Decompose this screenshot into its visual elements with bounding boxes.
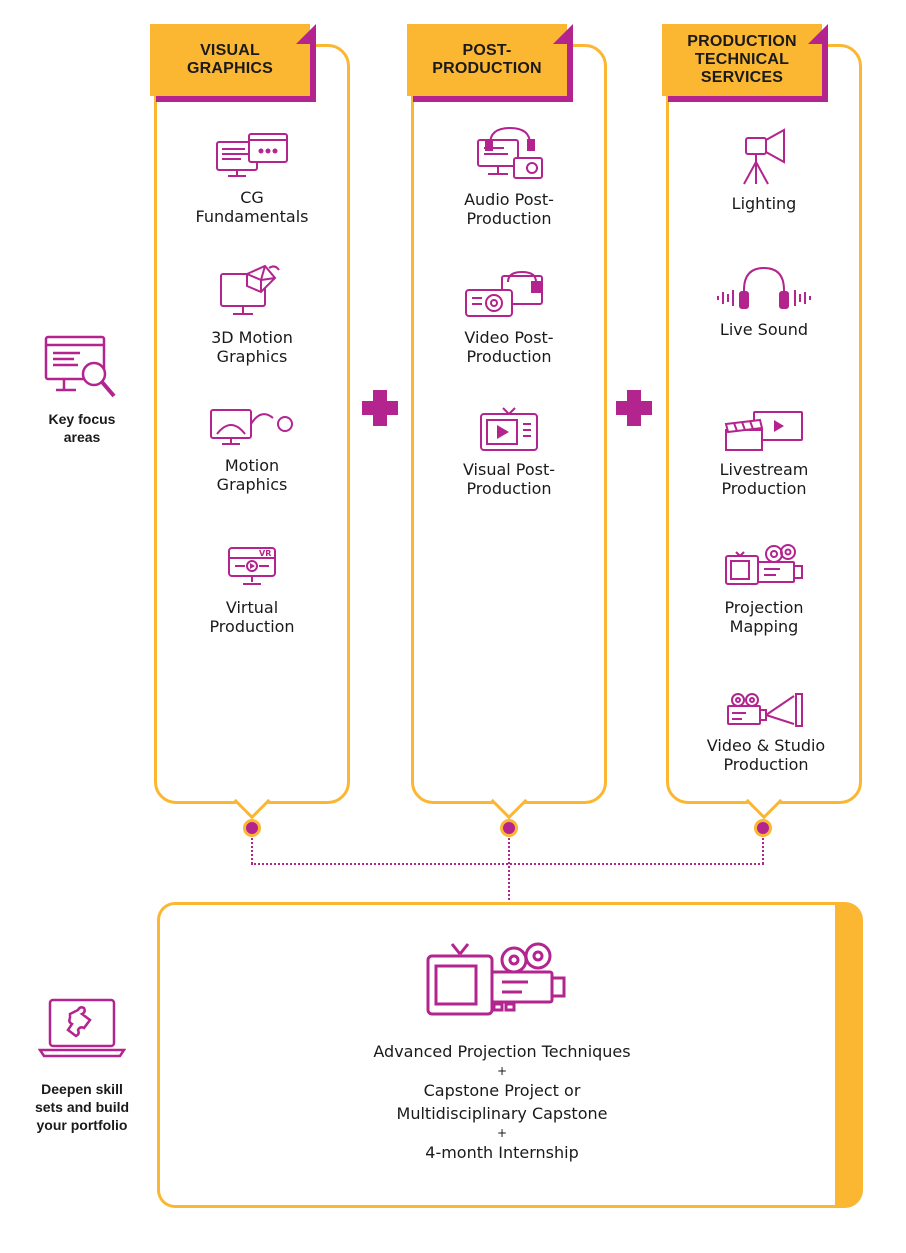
studio-light-icon	[743, 128, 785, 185]
item-label: Livestream Production	[719, 460, 809, 498]
tv-camera-icon	[725, 544, 803, 585]
camera-projection-icon	[727, 693, 803, 727]
item-label: Audio Post- Production	[464, 190, 554, 228]
connector-dot	[754, 819, 772, 837]
connector-line	[251, 838, 253, 864]
item-label: Live Sound	[719, 320, 809, 339]
item-label: CG Fundamentals	[195, 188, 309, 226]
monitor-3d-shape-icon	[220, 264, 280, 315]
item-lighting: Lighting	[664, 128, 864, 213]
deepen-skills-icon	[37, 996, 127, 1067]
item-label: Projection Mapping	[724, 598, 804, 636]
connector-dot	[243, 819, 261, 837]
plus-icon	[616, 390, 652, 426]
visual-graphics-tab: VISUAL GRAPHICS	[150, 24, 316, 96]
capstone-box	[157, 902, 863, 1208]
monitor-headphones-icon	[477, 126, 543, 179]
clapperboard-play-icon	[724, 411, 803, 451]
item-visual-post-production: Visual Post- Production	[409, 406, 609, 498]
monitor-motion-ball-icon	[210, 409, 293, 445]
plus-icon	[362, 390, 398, 426]
capstone-text: Advanced Projection Techniques + Capston…	[157, 1040, 847, 1164]
item-label: Virtual Production	[209, 598, 295, 636]
svg-text:VR: VR	[259, 549, 271, 558]
multidisciplinary-capstone-text: Multidisciplinary Capstone	[396, 1104, 608, 1123]
tv-play-icon	[480, 407, 538, 451]
item-label: Video Post- Production	[464, 328, 554, 366]
connector-line	[508, 838, 510, 900]
item-label: Visual Post- Production	[462, 460, 556, 498]
item-video-studio-production: Video & Studio Production	[666, 692, 866, 774]
item-virtual-production: VR Virtual Production	[152, 544, 352, 636]
tv-camera-icon	[424, 940, 570, 1023]
vr-headset-icon: VR	[228, 547, 276, 585]
capstone-project-text: Capstone Project or	[423, 1081, 581, 1100]
internship-text: 4-month Internship	[425, 1143, 579, 1162]
connector-line	[762, 838, 764, 864]
headphones-sound-icon	[717, 266, 811, 309]
item-cg-fundamentals: CG Fundamentals	[152, 132, 352, 226]
item-label: Motion Graphics	[216, 456, 288, 494]
key-focus-icon	[44, 334, 118, 407]
column-title: PRODUCTION TECHNICAL SERVICES	[687, 33, 797, 86]
post-production-column	[411, 44, 607, 804]
item-motion-graphics: Motion Graphics	[152, 406, 352, 494]
item-livestream-production: Livestream Production	[664, 410, 864, 498]
advanced-projection-text: Advanced Projection Techniques	[373, 1042, 631, 1061]
deepen-skills-label: Deepen skill sets and build your portfol…	[34, 1081, 130, 1133]
item-label: 3D Motion Graphics	[211, 328, 293, 366]
plus-separator: +	[496, 1126, 508, 1140]
production-technical-services-tab: PRODUCTION TECHNICAL SERVICES	[662, 24, 828, 96]
production-technical-services-column	[666, 44, 862, 804]
item-projection-mapping: Projection Mapping	[664, 542, 864, 636]
column-title: POST- PRODUCTION	[432, 42, 542, 77]
post-production-tab: POST- PRODUCTION	[407, 24, 573, 96]
item-label: Video & Studio Production	[706, 736, 826, 774]
connector-dot	[500, 819, 518, 837]
key-focus-label: Key focus areas	[48, 411, 116, 445]
item-live-sound: Live Sound	[664, 266, 864, 339]
connector-line	[251, 863, 764, 865]
item-audio-post-production: Audio Post- Production	[409, 126, 609, 228]
projector-monitor-icon	[465, 270, 543, 317]
column-title: VISUAL GRAPHICS	[186, 42, 274, 77]
monitor-windows-icon	[216, 133, 288, 177]
item-video-post-production: Video Post- Production	[409, 270, 609, 366]
plus-separator: +	[496, 1064, 508, 1078]
item-3d-motion-graphics: 3D Motion Graphics	[152, 264, 352, 366]
item-label: Lighting	[731, 194, 797, 213]
